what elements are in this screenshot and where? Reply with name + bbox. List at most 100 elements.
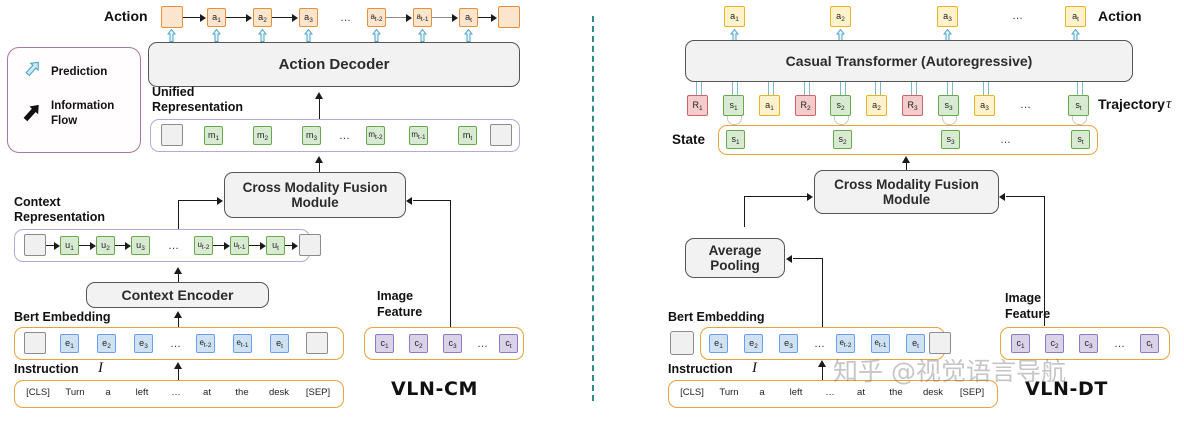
right-instruction-to-bert-arrow: [818, 360, 826, 367]
left-action-arrow-line-6: [478, 17, 491, 19]
left-context-elbow-arrow: [217, 196, 223, 205]
left-context-elbow-h: [178, 200, 217, 202]
right-traj-token-R1: R1: [687, 95, 708, 116]
right-state-token-s3: s3: [941, 130, 960, 149]
right-instruction-token-2: a: [759, 387, 765, 398]
right-avg-pool-label-line1: Average: [708, 243, 762, 258]
left-action-token-at-1: at-1: [413, 8, 432, 27]
left-instruction-token-8: [SEP]: [305, 387, 331, 398]
left-context-token-u2: u2: [96, 236, 115, 255]
right-traj-token-a2: a2: [866, 95, 887, 116]
left-context-label-line2: Representation: [14, 210, 105, 224]
left-context-arrow-head-4: [260, 241, 266, 250]
left-unified-token-m2: m2: [253, 126, 272, 145]
right-avg-pooling-module[interactable]: Average Pooling: [685, 238, 785, 278]
right-fusion-module[interactable]: Cross Modality Fusion Module: [814, 170, 999, 214]
left-action-arrow-line-3: [272, 17, 292, 19]
left-instruction-token-4: …: [171, 387, 181, 398]
left-context-arrow-head-3: [224, 241, 230, 250]
left-action-label: Action: [104, 8, 148, 24]
left-fusion-label-line1: Cross Modality Fusion: [242, 180, 388, 195]
right-bert-elbow-arrow: [786, 254, 792, 263]
left-image-elbow-v: [450, 200, 452, 328]
left-context-token-u3: u3: [131, 236, 150, 255]
right-fusion-to-state-arrow: [902, 156, 910, 163]
left-unified-label-line1: Unified: [152, 85, 195, 99]
left-image-token-c3: c3: [443, 334, 462, 353]
left-fusion-to-unified-arrow: [315, 156, 323, 163]
right-image-elbow-h: [1006, 196, 1044, 198]
left-context-token-u1: u1: [60, 236, 79, 255]
left-unified-token-m1: m1: [204, 126, 223, 145]
left-fusion-label-line2: Module: [291, 195, 339, 210]
right-action-token-a2: a2: [830, 6, 851, 27]
right-traj-conn-9: [983, 82, 989, 96]
prediction-arrow-icon: [21, 58, 49, 86]
right-action-token-at: at: [1065, 6, 1086, 27]
left-action-decoder-module[interactable]: Action Decoder: [148, 42, 520, 87]
left-action-token-at: at: [459, 8, 478, 27]
right-traj-ellipsis: …: [1020, 99, 1031, 111]
right-instruction-token-8: [SEP]: [959, 387, 985, 398]
right-bert-token-e3: e3: [779, 334, 798, 353]
left-bert-blank-end: [306, 332, 328, 354]
right-pool-elbow-v: [744, 196, 746, 227]
left-action-arrow-head-6: [491, 13, 497, 22]
left-image-token-c2: c2: [409, 334, 428, 353]
left-action-token-a1: a1: [207, 8, 226, 27]
left-instruction-label: Instruction: [14, 362, 79, 376]
right-action-token-a1: a1: [724, 6, 745, 27]
left-unified-token-mt-1: mt-1: [409, 126, 428, 145]
right-state-ellipsis: …: [1000, 134, 1011, 146]
right-instruction-token-6: the: [889, 387, 903, 398]
right-trajectory-label: Trajectory: [1098, 96, 1165, 112]
left-action-arrow-line-4: [386, 17, 406, 19]
right-traj-token-a3: a3: [974, 95, 995, 116]
left-unified-label-line2: Representation: [152, 100, 243, 114]
right-state-token-st: st: [1071, 130, 1090, 149]
left-prediction-arrow-2: [212, 29, 221, 42]
left-fusion-module[interactable]: Cross Modality Fusion Module: [224, 172, 406, 218]
left-encoder-to-context-line: [178, 272, 180, 290]
left-context-encoder-module[interactable]: Context Encoder: [86, 282, 269, 308]
left-action-token-at-2: at-2: [367, 8, 386, 27]
right-image-token-ct: ct: [1140, 334, 1159, 353]
left-context-arrow-line-3: [213, 245, 224, 247]
watermark-text: 知乎 @视觉语言导航: [833, 357, 1066, 386]
left-bert-token-et-1: et-1: [233, 334, 252, 353]
left-unified-token-mt: mt: [458, 126, 477, 145]
left-context-arrow-head-2: [125, 241, 131, 250]
right-bert-token-et-1: et-1: [871, 334, 890, 353]
right-action-label: Action: [1098, 8, 1142, 24]
left-prediction-arrow-4: [304, 29, 313, 42]
right-traj-token-R3: R3: [902, 95, 923, 116]
right-transformer-module[interactable]: Casual Transformer (Autoregressive): [685, 40, 1133, 82]
right-image-token-c1: c1: [1011, 334, 1030, 353]
left-image-ellipsis: …: [477, 338, 488, 350]
left-bert-token-e1: e1: [60, 334, 79, 353]
right-bert-elbow-v: [822, 258, 824, 330]
right-image-token-c2: c2: [1045, 334, 1064, 353]
right-bert-token-e1: e1: [709, 334, 728, 353]
right-traj-conn-6: [875, 82, 881, 96]
left-unified-token-mt-2: mt-2: [366, 126, 385, 145]
right-state-label: State: [672, 132, 706, 147]
left-action-arrow-line-1: [183, 17, 200, 19]
right-image-elbow-arrow: [999, 192, 1005, 201]
right-traj-conn-2: [732, 82, 738, 96]
right-pool-elbow-arrow: [807, 192, 813, 201]
right-bert-blank-outside: [670, 331, 694, 355]
left-image-token-c1: c1: [375, 334, 394, 353]
right-bert-token-e2: e2: [744, 334, 763, 353]
left-context-arrow-head-5: [292, 241, 298, 250]
right-ustem-st: [1072, 116, 1087, 125]
right-instruction-token-1: Turn: [719, 387, 739, 398]
right-transformer-label: Casual Transformer (Autoregressive): [785, 53, 1033, 69]
right-bert-token-et-2: et-2: [836, 334, 855, 353]
left-bert-ellipsis: …: [170, 338, 181, 350]
right-pool-elbow-h: [744, 196, 807, 198]
left-instruction-token-7: desk: [268, 387, 290, 398]
legend-information-flow-label-2: Flow: [51, 115, 78, 127]
left-instruction-token-1: Turn: [65, 387, 85, 398]
